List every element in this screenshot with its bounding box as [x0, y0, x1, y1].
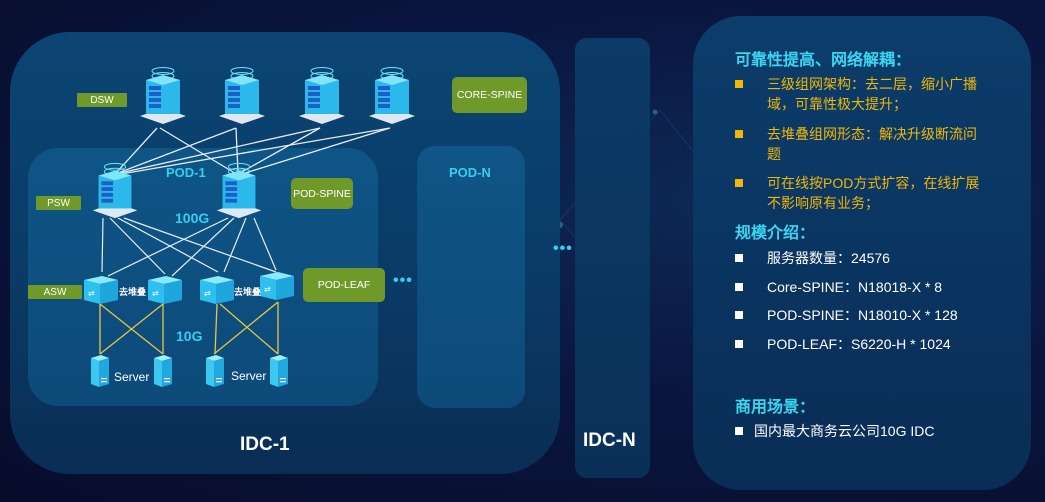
bullet-square-icon: [735, 130, 743, 138]
idc-n-title: IDC-N: [583, 430, 636, 451]
reliability-item: 去堆叠组网形态：解决升级断流问 题: [735, 124, 977, 164]
server-icon: [270, 355, 288, 387]
bullet-square-icon: [735, 179, 743, 187]
svg-text:⇄: ⇄: [264, 285, 271, 294]
more-pods-ellipsis: •••: [393, 272, 413, 289]
item-text-line: 域，可靠性极大提升；: [767, 96, 907, 112]
more-idcs-ellipsis: •••: [553, 240, 573, 257]
asw-tag: ASW: [28, 285, 82, 299]
commercial-heading: 商用场景：: [735, 399, 816, 416]
bullet-square-icon: [735, 254, 743, 262]
svg-text:⇄: ⇄: [88, 289, 95, 298]
server-icon: [91, 355, 109, 387]
dsw-tag: DSW: [77, 93, 127, 107]
bullet-square-icon: [735, 80, 743, 88]
item-text: Core-SPINE：N18018-X * 8: [767, 279, 943, 295]
leaf-switch-icon: ⇄: [148, 276, 182, 304]
pod-spine-switch-icon: [216, 162, 262, 219]
bullet-square-icon: [735, 311, 743, 319]
core-spine-switch-icon: [219, 67, 265, 124]
server-label: Server: [231, 369, 267, 383]
scale-item: 服务器数量：24576: [735, 248, 890, 268]
server-label: Server: [114, 370, 150, 384]
server-speed-label: 10G: [176, 328, 203, 344]
item-text: 国内最大商务云公司10G IDC: [754, 423, 935, 439]
bullet-square-icon: [735, 427, 743, 435]
item-text: POD-SPINE：N18010-X * 128: [767, 307, 958, 323]
dedup-stack-label: 去堆叠: [234, 287, 262, 297]
psw-tag: PSW: [36, 196, 81, 210]
dedup-stack-label: 去堆叠: [119, 287, 147, 297]
bullet-square-icon: [735, 340, 743, 348]
server-icon: [206, 355, 224, 387]
item-text-line: 不影响原有业务；: [767, 195, 879, 211]
scale-heading: 规模介绍：: [735, 225, 816, 242]
scale-item: POD-SPINE：N18010-X * 128: [735, 305, 958, 325]
pod-spine-tag: POD-SPINE: [291, 178, 353, 209]
pod-1-title: POD-1: [166, 165, 206, 180]
item-text-line: 三级组网架构：去二层，缩小广播: [767, 76, 977, 92]
reliability-item: 三级组网架构：去二层，缩小广播 域，可靠性极大提升；: [735, 74, 977, 114]
item-text: 服务器数量：24576: [767, 250, 890, 266]
scale-item: Core-SPINE：N18018-X * 8: [735, 277, 942, 297]
uplink-speed-label: 100G: [175, 210, 210, 226]
core-spine-switch-icon: [369, 67, 415, 124]
commercial-item: 国内最大商务云公司10G IDC: [735, 421, 934, 441]
item-text-line: 可在线按POD方式扩容，在线扩展: [767, 175, 980, 191]
pod-n-title: POD-N: [449, 165, 491, 180]
reliability-heading: 可靠性提高、网络解耦：: [735, 52, 912, 69]
core-spine-tag: CORE-SPINE: [452, 77, 527, 113]
pod-leaf-tag: POD-LEAF: [303, 268, 385, 302]
leaf-switch-icon: ⇄: [260, 272, 294, 300]
item-text: POD-LEAF：S6220-H * 1024: [767, 336, 951, 352]
info-panel: [693, 16, 1031, 490]
leaf-switch-icon: ⇄: [84, 276, 118, 304]
item-text-line: 题: [767, 146, 781, 162]
item-text-line: 去堆叠组网形态：解决升级断流问: [767, 126, 977, 142]
core-spine-switch-icon: [140, 67, 186, 124]
server-icon: [154, 355, 172, 387]
core-spine-switch-icon: [299, 67, 345, 124]
pod-n-container: [417, 146, 525, 408]
pod-spine-switch-icon: [92, 162, 138, 219]
idc-1-title: IDC-1: [240, 434, 290, 455]
svg-text:⇄: ⇄: [152, 289, 159, 298]
leaf-switch-icon: ⇄: [200, 276, 234, 304]
idc-n-container: [575, 38, 650, 478]
scale-item: POD-LEAF：S6220-H * 1024: [735, 334, 951, 354]
bullet-square-icon: [735, 283, 743, 291]
svg-text:⇄: ⇄: [204, 289, 211, 298]
reliability-item: 可在线按POD方式扩容，在线扩展 不影响原有业务；: [735, 173, 979, 213]
